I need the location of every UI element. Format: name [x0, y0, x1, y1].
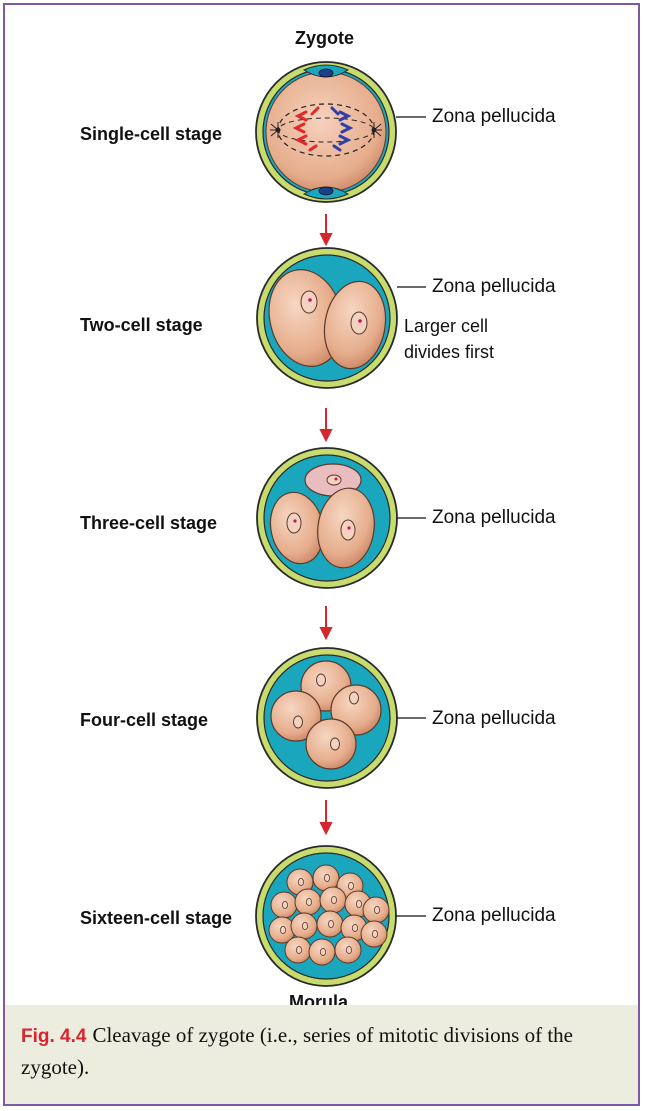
blastomere-nucleus-5 [306, 898, 311, 905]
four-cell-embryo [257, 648, 397, 788]
leader-lines [396, 117, 426, 916]
blastomere-nucleus-11 [328, 920, 333, 927]
blastomere-nucleus-2 [324, 874, 329, 881]
figure-number: Fig. 4.4 [21, 1026, 86, 1047]
arrow-3-to-4 [321, 606, 331, 638]
blastomere-nucleus-12 [352, 924, 357, 931]
blastomere-nucleus-10 [302, 922, 307, 929]
blastomere-nucleus-4 [282, 901, 287, 908]
zygote-label: Zygote [295, 28, 354, 49]
sixteen-cell-embryo [256, 846, 396, 986]
blastomere-nucleus-9 [280, 926, 285, 933]
blastomere-nucleus-14 [296, 946, 301, 953]
note-larger-cell: Larger cell [404, 314, 488, 338]
blastomere-nucleus-15 [320, 948, 325, 955]
zona-label-four-cell: Zona pellucida [432, 708, 556, 730]
zona-label-three-cell: Zona pellucida [432, 507, 556, 529]
stage-label-two-cell: Two-cell stage [80, 315, 203, 336]
blastomere-nucleus-13 [372, 930, 377, 937]
stage-label-four-cell: Four-cell stage [80, 710, 208, 731]
blastomere-nucleus-16 [346, 946, 351, 953]
two-cell-embryo [257, 248, 397, 388]
arrow-2-to-3 [321, 408, 331, 440]
note-divides-first: divides first [404, 340, 494, 364]
three-cell-embryo [257, 448, 397, 588]
blastomere-nucleus-8 [374, 906, 379, 913]
blastomere-nucleus-7 [356, 900, 361, 907]
arrow-4-to-5 [321, 800, 331, 833]
blastomere-nucleus-1 [298, 878, 303, 885]
caption-text: Cleavage of zygote (i.e., series of mito… [21, 1023, 573, 1079]
single-cell-embryo [256, 62, 396, 202]
stage-label-three-cell: Three-cell stage [80, 513, 217, 534]
blastomere-nucleus-6 [331, 896, 336, 903]
zona-label-single-cell: Zona pellucida [432, 106, 556, 128]
zona-label-sixteen-cell: Zona pellucida [432, 905, 556, 927]
zona-label-two-cell: Zona pellucida [432, 276, 556, 298]
arrow-1-to-2 [321, 214, 331, 244]
stage-label-sixteen-cell: Sixteen-cell stage [80, 908, 232, 929]
blastomere-nucleus-3 [348, 882, 353, 889]
stage-label-single-cell: Single-cell stage [80, 124, 222, 145]
